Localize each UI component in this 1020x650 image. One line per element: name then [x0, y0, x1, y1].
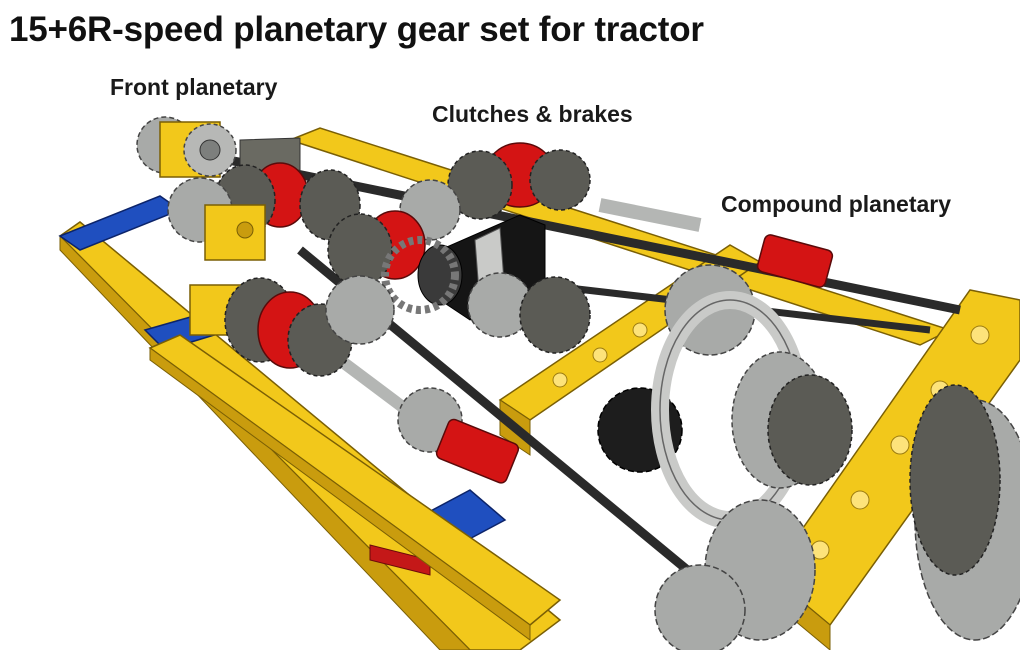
page-title: 15+6R-speed planetary gear set for tract…	[9, 10, 704, 49]
clutches-brakes-label: Clutches & brakes	[432, 101, 633, 127]
front-planetary-label: Front planetary	[110, 74, 278, 100]
compound-planetary-label: Compound planetary	[721, 191, 952, 217]
clutches-and-brakes	[189, 142, 834, 484]
compound-planetary	[597, 264, 1020, 650]
chassis	[58, 127, 1020, 650]
